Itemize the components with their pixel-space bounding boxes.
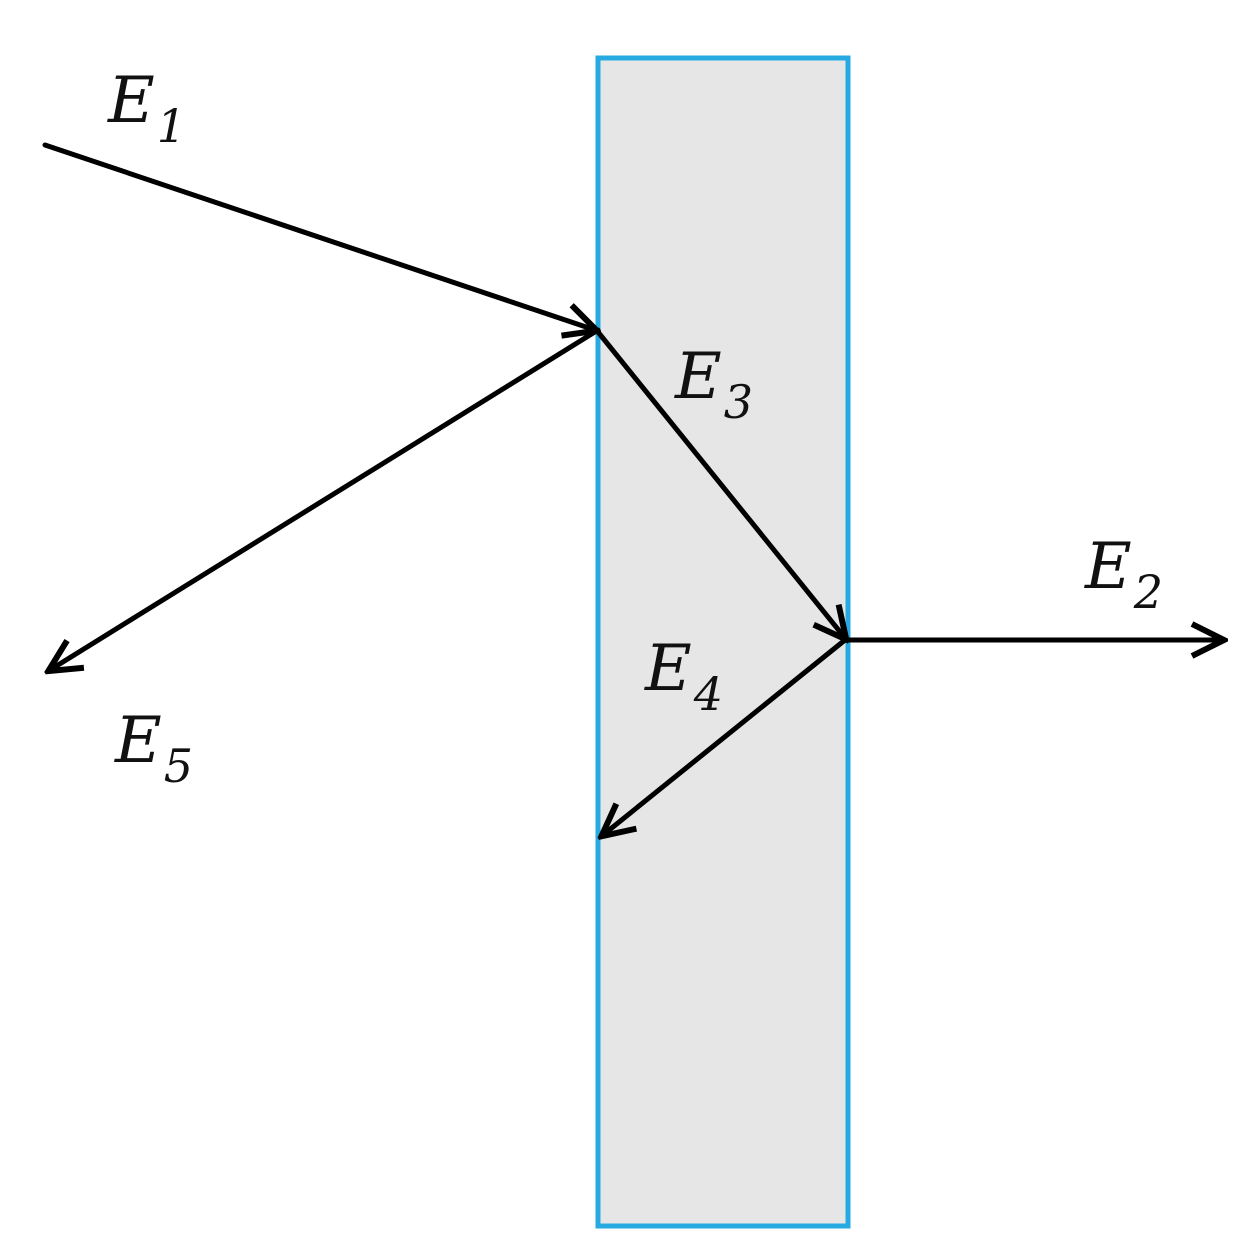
ray-e3-internal [595, 329, 845, 638]
label-e2: E2 [1084, 530, 1163, 619]
label-e3: E3 [674, 340, 753, 429]
slab [595, 55, 851, 1229]
label-e4: E4 [644, 632, 723, 721]
ray-e4-internal-reflected [603, 637, 848, 835]
ray-e5-reflected [50, 327, 601, 670]
label-e1: E1 [107, 64, 186, 153]
label-e5: E5 [114, 704, 193, 793]
ray-e1-incident [42, 142, 595, 330]
